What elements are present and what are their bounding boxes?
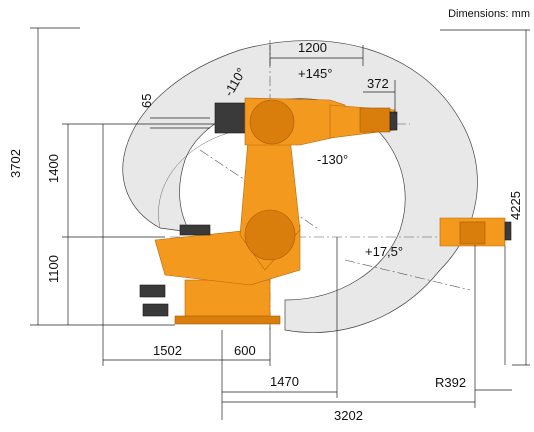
robot-lower-arm — [179, 137, 301, 271]
dim-4225: 4225 — [508, 191, 523, 220]
dim-1470: 1470 — [270, 374, 299, 389]
units-label: Dimensions: mm — [448, 8, 530, 20]
wrist-angle-line — [344, 259, 471, 291]
robot-upper-arm — [214, 97, 398, 146]
dim-600: 600 — [234, 343, 256, 358]
dim-65: 65 — [139, 94, 154, 108]
dim-1200: 1200 — [298, 40, 327, 55]
dim-3702: 3702 — [8, 149, 23, 178]
angle-plus-145: +145° — [298, 66, 332, 81]
dim-r392: R392 — [435, 375, 466, 390]
working-envelope — [122, 40, 478, 333]
angle-plus-17-5: +17,5° — [365, 244, 403, 259]
dim-1100: 1100 — [46, 255, 61, 283]
dim-3202: 3202 — [334, 408, 363, 423]
dim-1400: 1400 — [46, 154, 61, 183]
angle-minus-130: -130° — [317, 152, 348, 167]
dim-372: 372 — [367, 76, 389, 91]
robot-wrist-extended — [439, 217, 512, 247]
dim-1502: 1502 — [153, 343, 182, 358]
